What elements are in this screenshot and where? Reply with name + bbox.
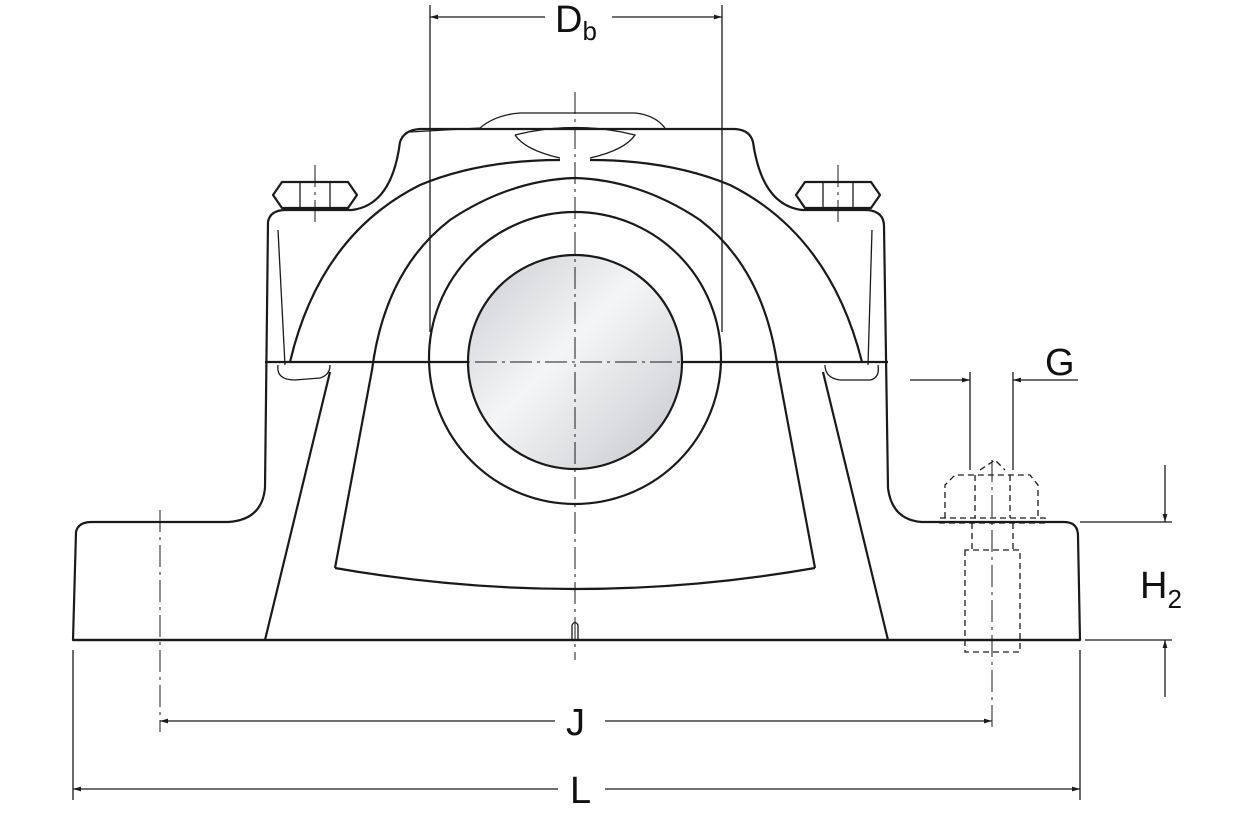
svg-text:Db: Db: [555, 0, 597, 46]
outer-arch: [288, 158, 864, 363]
foot-side-right: [821, 371, 890, 641]
dimension-j: J: [160, 702, 992, 744]
dimension-l: L: [72, 650, 1081, 812]
cap-lubrication-lip: [514, 126, 637, 159]
dimension-h2: H2: [1080, 465, 1182, 697]
housing-outline: [71, 127, 1082, 642]
foot-side-left: [263, 371, 332, 641]
svg-text:J: J: [566, 702, 585, 744]
dimension-db: Db: [429, 0, 723, 332]
cap-top: [409, 112, 666, 133]
split-lugs: [277, 364, 879, 381]
cap-side-left: [277, 229, 873, 366]
svg-text:H2: H2: [1140, 565, 1182, 614]
dimension-g: G: [910, 342, 1078, 470]
cap-bolt-right: [794, 180, 882, 210]
bolt-centerlines: [314, 165, 839, 222]
svg-text:G: G: [1045, 342, 1075, 384]
svg-text:L: L: [570, 770, 591, 812]
cap-bolt-left: [271, 180, 359, 210]
